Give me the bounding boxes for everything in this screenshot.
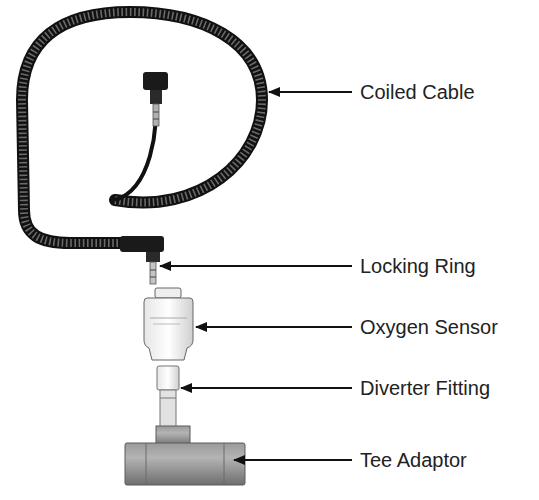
part-label: Diverter Fitting <box>360 376 490 400</box>
part-label: Coiled Cable <box>360 80 475 104</box>
leader-arrow <box>160 92 352 460</box>
part-label: Locking Ring <box>360 254 476 278</box>
part-label: Oxygen Sensor <box>360 315 498 339</box>
tee-adaptor <box>125 426 245 485</box>
oxygen-sensor <box>144 288 193 360</box>
coiled-cable <box>22 12 262 284</box>
part-label: Tee Adaptor <box>360 448 467 472</box>
diverter-fitting <box>157 366 179 428</box>
